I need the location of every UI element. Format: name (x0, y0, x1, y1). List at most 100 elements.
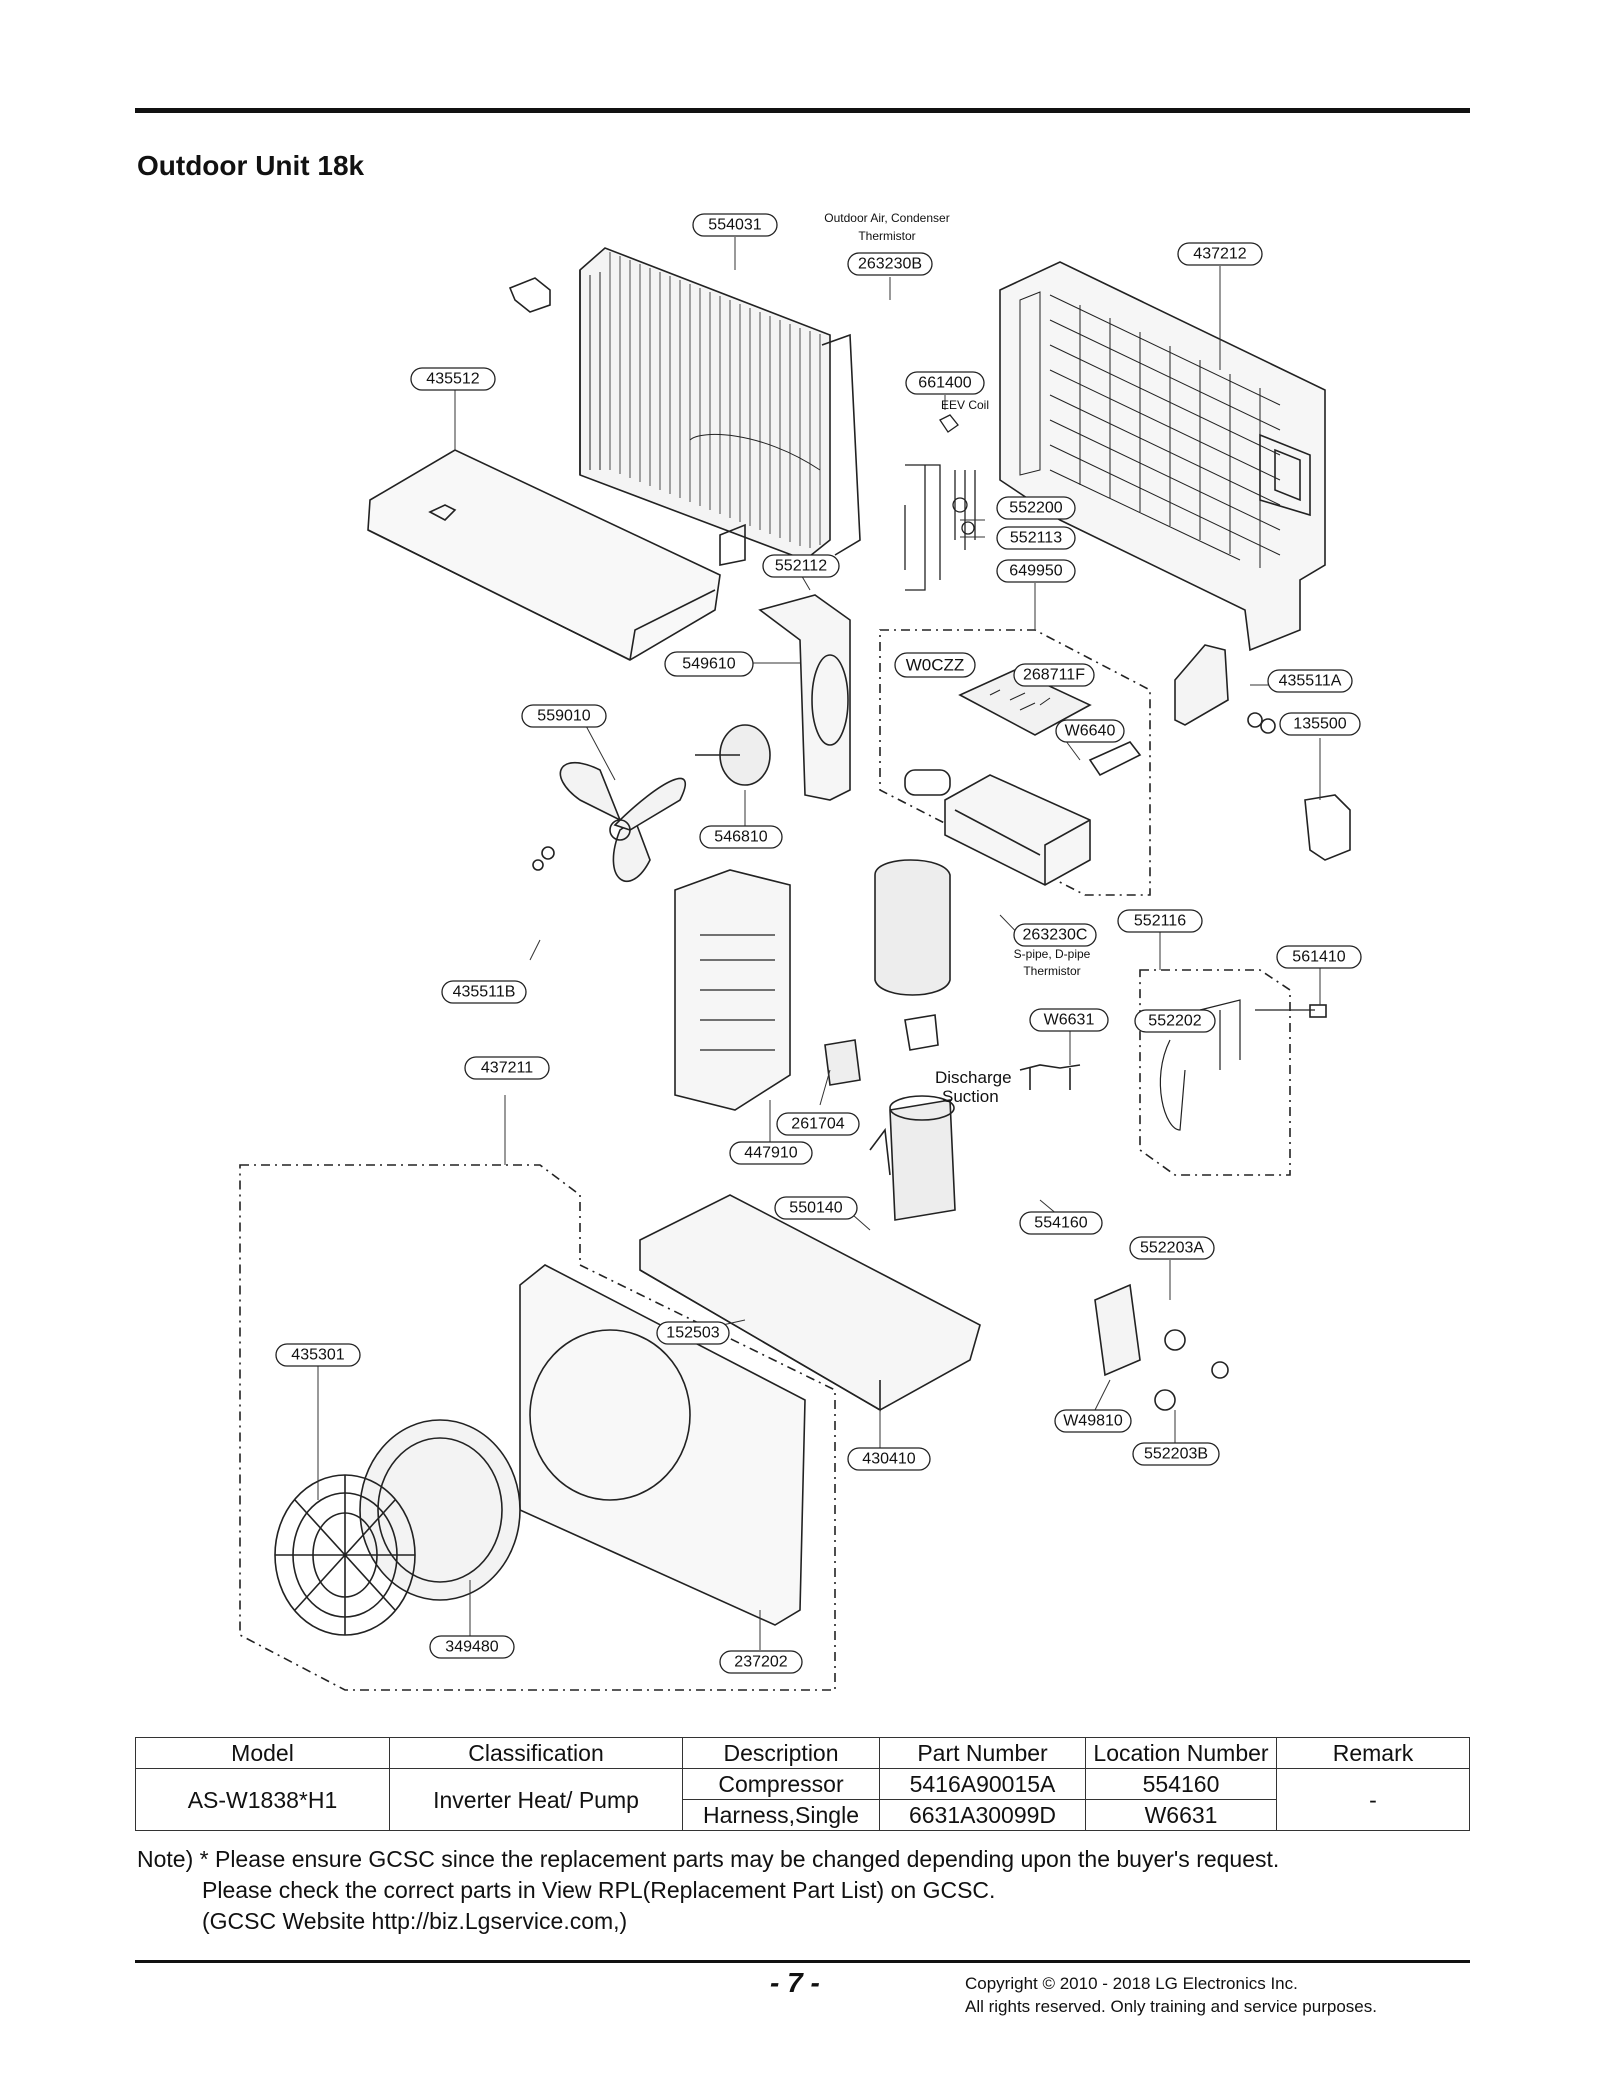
callout-435301: 435301 (291, 1347, 344, 1364)
note-suction: Suction (942, 1087, 999, 1106)
cell-location: W6631 (1085, 1799, 1277, 1831)
callout-437211: 437211 (481, 1060, 533, 1077)
note-eev-coil: EEV Coil (941, 398, 989, 412)
table-row: Harness,Single 6631A30099D W6631 (136, 1799, 1470, 1831)
compressor-part (869, 1095, 956, 1221)
callout-552112: 552112 (775, 558, 827, 575)
motor-mount-part (758, 594, 851, 801)
callout-268711f: 268711F (1023, 667, 1085, 684)
cell-part-number: 6631A30099D (879, 1799, 1086, 1831)
condenser-coil-part (579, 247, 861, 561)
note-discharge: Discharge (935, 1068, 1012, 1087)
callout-w0czz: W0CZZ (906, 656, 965, 675)
fan-guard-part (274, 1474, 416, 1636)
rear-grille-part (999, 261, 1326, 652)
harness-part (1019, 1064, 1081, 1090)
parts-table: Model Classification Description Part Nu… (135, 1737, 1470, 1831)
front-assembly-outline (239, 1164, 836, 1691)
cell-description: Harness,Single (682, 1799, 880, 1831)
callout-435512: 435512 (426, 371, 479, 388)
compressor-top-part (904, 1014, 939, 1051)
note-line-3: (GCSC Website http://biz.Lgservice.com,) (202, 1908, 628, 1934)
cell-classification: Inverter Heat/ Pump (389, 1768, 683, 1831)
page-title: Outdoor Unit 18k (137, 150, 365, 181)
copyright-line-2: All rights reserved. Only training and s… (965, 1997, 1377, 2016)
bracket-135500-part (1304, 794, 1351, 861)
callout-w6640: W6640 (1065, 723, 1116, 740)
callout-552116: 552116 (1134, 913, 1186, 930)
pipe-set-tubes (1159, 999, 1315, 1131)
note-line-1: Note) * Please ensure GCSC since the rep… (137, 1846, 1280, 1872)
compressor-jacket-part (874, 859, 951, 996)
callout-549610: 549610 (682, 656, 735, 673)
page-number: - 7 - (770, 1967, 820, 1998)
callout-261704: 261704 (791, 1116, 844, 1133)
cell-location: 554160 (1085, 1768, 1277, 1800)
orifice-ring-part (359, 1419, 521, 1601)
bottom-rule (135, 1960, 1470, 1963)
callout-552203a: 552203A (1140, 1240, 1204, 1257)
bracket-435511a-part (1174, 644, 1229, 726)
note-spipe-1: S-pipe, D-pipe (1014, 947, 1091, 961)
callout-552203b: 552203B (1144, 1446, 1208, 1463)
note-outdoor-air-1: Outdoor Air, Condenser (824, 211, 949, 225)
callout-559010: 559010 (537, 708, 590, 725)
cell-part-number: 5416A90015A (879, 1768, 1086, 1800)
callout-w49810: W49810 (1063, 1413, 1123, 1430)
callout-w6631: W6631 (1044, 1012, 1095, 1029)
callout-552202: 552202 (1148, 1013, 1201, 1030)
cell-description: Compressor (682, 1768, 880, 1800)
header-location-number: Location Number (1085, 1737, 1277, 1769)
callout-554160: 554160 (1034, 1215, 1087, 1232)
note-line-2: Please check the correct parts in View R… (202, 1877, 996, 1903)
reactor-part (824, 1039, 861, 1086)
table-row: AS-W1838*H1 Inverter Heat/ Pump Compress… (135, 1768, 1470, 1831)
callout-430410: 430410 (862, 1451, 915, 1468)
fan-blade-part (559, 761, 686, 882)
pipe-set-part (1139, 969, 1291, 1176)
capacitor-part (904, 769, 951, 796)
callout-263230c: 263230C (1023, 927, 1088, 944)
header-part-number: Part Number (879, 1737, 1086, 1769)
side-plate-part (674, 869, 791, 1111)
callout-546810: 546810 (714, 829, 767, 846)
notes-block: Note) * Please ensure GCSC since the rep… (137, 1844, 1279, 1937)
callout-437212: 437212 (1193, 246, 1246, 263)
callout-152503: 152503 (666, 1325, 719, 1342)
callout-552113: 552113 (1010, 530, 1062, 547)
header-model: Model (135, 1737, 390, 1769)
cell-remark: - (1276, 1768, 1470, 1831)
clip-part (719, 523, 746, 566)
exploded-parts-diagram: 554031 263230B 437212 435512 661400 5522… (239, 211, 1362, 1691)
copyright-notice: Copyright © 2010 - 2018 LG Electronics I… (965, 1972, 1377, 2018)
callout-349480: 349480 (445, 1639, 498, 1656)
callout-263230b: 263230B (858, 256, 922, 273)
callout-447910: 447910 (744, 1145, 797, 1162)
callout-435511b: 435511B (453, 984, 516, 1001)
eev-valve-part (904, 414, 976, 591)
cell-model: AS-W1838*H1 (135, 1768, 390, 1831)
top-rule (135, 108, 1470, 113)
header-classification: Classification (389, 1737, 683, 1769)
callout-435511a: 435511A (1279, 673, 1342, 690)
callout-550140: 550140 (789, 1200, 842, 1217)
callout-649950: 649950 (1009, 563, 1062, 580)
terminal-block-part (1088, 741, 1142, 777)
bracket-part (508, 277, 551, 313)
callout-552200: 552200 (1009, 500, 1062, 517)
callout-661400: 661400 (918, 375, 971, 392)
callout-135500: 135500 (1293, 716, 1346, 733)
note-outdoor-air-2: Thermistor (858, 229, 915, 243)
table-header-row: Model Classification Description Part Nu… (135, 1737, 1470, 1769)
fan-motor-part (695, 724, 771, 786)
control-box-case-part (944, 774, 1091, 886)
header-remark: Remark (1276, 1737, 1470, 1769)
callout-561410: 561410 (1292, 949, 1345, 966)
pcb-part (958, 669, 1092, 736)
valve-panel-part (1094, 1283, 1229, 1411)
copyright-line-1: Copyright © 2010 - 2018 LG Electronics I… (965, 1974, 1298, 1993)
callout-554031: 554031 (708, 217, 761, 234)
callout-237202: 237202 (734, 1654, 787, 1671)
note-spipe-2: Thermistor (1023, 964, 1080, 978)
sensor-561410-part (1309, 1004, 1327, 1018)
